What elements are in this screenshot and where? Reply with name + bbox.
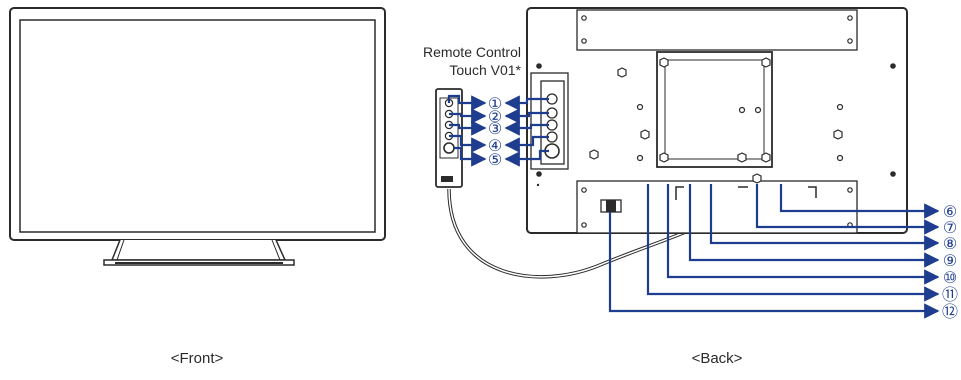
remote-button-5 bbox=[443, 142, 455, 154]
remote-title-line1: Remote Control bbox=[423, 44, 521, 60]
callout-7: ⑦ bbox=[943, 220, 957, 237]
callout-10: ⑩ bbox=[943, 270, 957, 287]
front-monitor bbox=[9, 7, 386, 266]
back-callout-numbers: ⑥ ⑦ ⑧ ⑨ ⑩ ⑪ ⑫ bbox=[942, 204, 958, 321]
back-label: <Back> bbox=[692, 350, 743, 367]
callout-5: ⑤ bbox=[488, 152, 502, 169]
back-callout-lines bbox=[608, 184, 940, 319]
front-label: <Front> bbox=[171, 350, 224, 367]
callout-6: ⑥ bbox=[943, 204, 957, 221]
callout-12: ⑫ bbox=[942, 303, 958, 321]
callout-9: ⑨ bbox=[943, 253, 957, 270]
callout-1: ① bbox=[488, 96, 502, 113]
back-monitor bbox=[526, 7, 908, 234]
callout-2: ② bbox=[488, 109, 502, 126]
remote-callout-numbers: ① ② ③ ④ ⑤ bbox=[488, 96, 502, 169]
remote-callout-lines bbox=[447, 94, 549, 167]
vesa-mount bbox=[656, 51, 773, 168]
front-stand bbox=[103, 239, 295, 266]
callout-11: ⑪ bbox=[942, 286, 958, 304]
front-screen bbox=[19, 19, 376, 233]
callout-3: ③ bbox=[488, 121, 502, 138]
callout-4: ④ bbox=[488, 138, 502, 155]
remote-title-line2: Touch V01* bbox=[449, 62, 521, 78]
callout-8: ⑧ bbox=[943, 236, 957, 253]
